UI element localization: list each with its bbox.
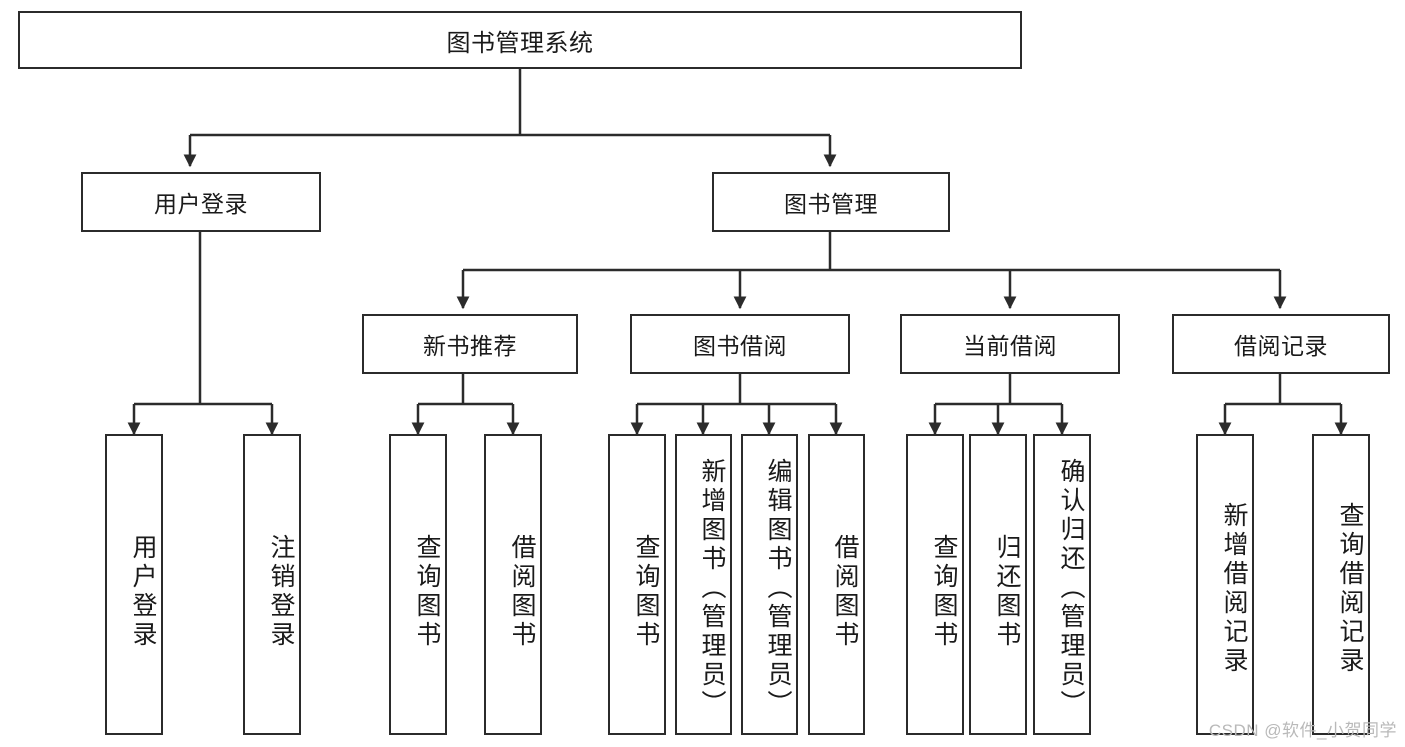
watermark-text: CSDN @软件_小贺同学 [1208,721,1397,740]
leaf-user-login[interactable]: 用户登录 [105,434,163,735]
leaf-add-borrow-record[interactable]: 新增借阅记录 [1196,434,1254,735]
leaf-query-book-current[interactable]: 查询图书 [906,434,964,735]
leaf-return-book[interactable]: 归还图书 [969,434,1027,735]
leaf-confirm-return-admin[interactable]: 确认归还（管理员） [1033,434,1091,735]
leaf-add-book-admin[interactable]: 新增图书（管理员） [675,434,732,735]
leaf-query-borrow-record[interactable]: 查询借阅记录 [1312,434,1370,735]
leaf-query-book-borrow[interactable]: 查询图书 [608,434,666,735]
leaf-user-logout[interactable]: 注销登录 [243,434,301,735]
node-root-system[interactable]: 图书管理系统 [18,11,1022,69]
node-borrow-records[interactable]: 借阅记录 [1172,314,1390,374]
leaf-borrow-book[interactable]: 借阅图书 [808,434,865,735]
node-user-login[interactable]: 用户登录 [81,172,321,232]
node-book-management[interactable]: 图书管理 [712,172,950,232]
node-book-borrow[interactable]: 图书借阅 [630,314,850,374]
leaf-edit-book-admin[interactable]: 编辑图书（管理员） [741,434,798,735]
leaf-borrow-book-recommend[interactable]: 借阅图书 [484,434,542,735]
leaf-query-book-recommend[interactable]: 查询图书 [389,434,447,735]
node-new-book-recommend[interactable]: 新书推荐 [362,314,578,374]
node-current-borrow[interactable]: 当前借阅 [900,314,1120,374]
